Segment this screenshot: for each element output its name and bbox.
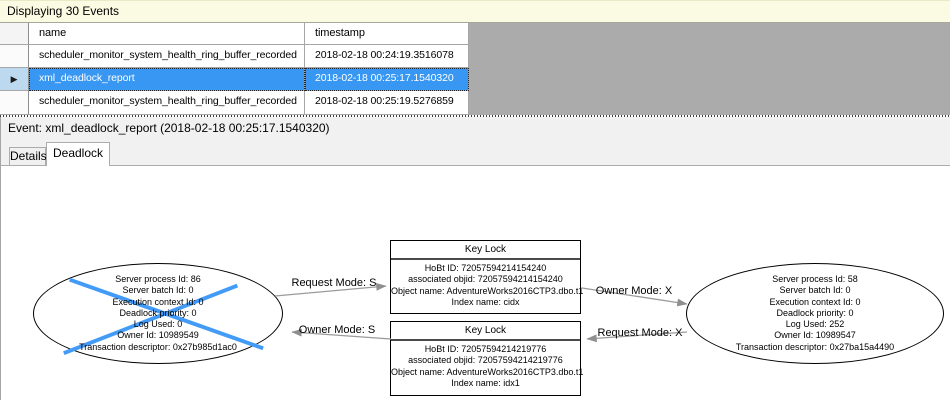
grid-splitter[interactable] xyxy=(0,115,950,117)
table-row-name-cell[interactable]: scheduler_monitor_system_health_ring_buf… xyxy=(29,45,305,68)
resource-node-key-lock-top: Key Lock HoBt ID: 72057594214154240 asso… xyxy=(390,240,584,314)
grid-corner-cell xyxy=(0,23,29,45)
process-attr: Server process Id: 86 xyxy=(115,273,201,284)
resource-node-key-lock-bottom: Key Lock HoBt ID: 72057594214219776 asso… xyxy=(390,321,584,396)
resource-attr: Object name: AdventureWorks2016CTP3.dbo.… xyxy=(391,366,584,377)
table-row-timestamp-cell[interactable]: 2018-02-18 00:24:19.3516078 xyxy=(305,45,469,68)
edge-label-owner-mode-s: Owner Mode: S xyxy=(298,324,376,336)
row-selector[interactable] xyxy=(0,91,29,115)
resource-attr: Object name: AdventureWorks2016CTP3.dbo.… xyxy=(391,285,584,296)
resource-attr: associated objid: 72057594214154240 xyxy=(408,274,563,285)
events-count-bar: Displaying 30 Events xyxy=(0,0,950,23)
edge-label-request-mode-x: Request Mode: X xyxy=(597,327,683,339)
events-grid: name timestamp scheduler_monitor_system_… xyxy=(0,23,950,115)
deadlock-graph-panel: Request Mode: S Owner Mode: S Owner Mode… xyxy=(0,165,950,400)
resource-attr: associated objid: 72057594214219776 xyxy=(408,355,563,366)
current-row-indicator-icon: ▶ xyxy=(10,74,18,84)
table-row-name-cell[interactable]: scheduler_monitor_system_health_ring_buf… xyxy=(29,91,305,115)
table-row-timestamp-cell-selected[interactable]: 2018-02-18 00:25:17.1540320 xyxy=(305,68,469,91)
process-node: Server process Id: 58 Server batch Id: 0… xyxy=(686,263,944,364)
process-attr: Transaction descriptor: 0x27ba15a4490 xyxy=(735,341,895,352)
process-attr: Log Used: 252 xyxy=(785,319,845,330)
tab-strip: Details Deadlock xyxy=(0,140,950,166)
tab-deadlock[interactable]: Deadlock xyxy=(46,142,110,166)
process-attr: Server batch Id: 0 xyxy=(122,285,194,296)
tab-details[interactable]: Details xyxy=(9,147,47,165)
process-attr: Server process Id: 58 xyxy=(772,273,858,284)
table-row-name-cell-selected[interactable]: xml_deadlock_report xyxy=(29,68,305,91)
process-attr: Deadlock priority: 0 xyxy=(119,307,197,318)
resource-attr: Index name: cidx xyxy=(451,296,520,307)
process-attr: Deadlock priority: 0 xyxy=(776,307,854,318)
resource-attr: HoBt ID: 72057594214219776 xyxy=(424,344,547,354)
column-header-name[interactable]: name xyxy=(29,23,305,45)
resource-title: Key Lock xyxy=(391,241,580,260)
selected-event-label: Event: xml_deadlock_report (2018-02-18 0… xyxy=(0,117,950,140)
resource-attr: Index name: idx1 xyxy=(451,377,520,388)
resource-title: Key Lock xyxy=(391,322,580,341)
row-selector-current[interactable]: ▶ xyxy=(0,68,29,91)
process-attr: Owner Id: 10989549 xyxy=(117,330,199,341)
edge-label-owner-mode-x: Owner Mode: X xyxy=(595,285,673,297)
column-header-timestamp[interactable]: timestamp xyxy=(305,23,469,45)
row-selector[interactable] xyxy=(0,45,29,68)
process-node-victim: Server process Id: 86 Server batch Id: 0… xyxy=(33,263,283,364)
table-row-timestamp-cell[interactable]: 2018-02-18 00:25:19.5276859 xyxy=(305,91,469,115)
process-attr: Server batch Id: 0 xyxy=(779,285,851,296)
process-attr: Execution context Id: 0 xyxy=(112,296,204,307)
edge-label-request-mode-s: Request Mode: S xyxy=(291,277,377,289)
process-attr: Transaction descriptor: 0x27b985d1ac0 xyxy=(79,341,237,352)
process-attr: Log Used: 0 xyxy=(133,319,183,330)
resource-attr: HoBt ID: 72057594214154240 xyxy=(424,263,547,273)
process-attr: Owner Id: 10989547 xyxy=(774,330,856,341)
process-attr: Execution context Id: 0 xyxy=(769,296,861,307)
